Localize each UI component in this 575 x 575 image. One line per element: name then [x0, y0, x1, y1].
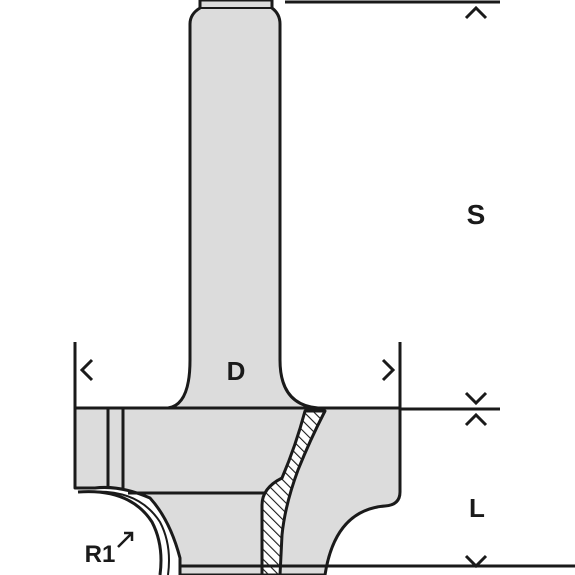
radius-profile-arc: [87, 490, 170, 575]
s-dimension-top-arrow: [464, 5, 488, 20]
d-dimension-left-arrow: [79, 358, 94, 382]
hatched-cutting-tip: [260, 409, 327, 575]
label-radius-r1: R1: [85, 541, 116, 568]
label-cutting-length-l: L: [469, 493, 485, 523]
shank: [166, 0, 320, 410]
d-dimension-right-arrow: [381, 358, 396, 382]
r1-leader-arrow: [117, 531, 134, 548]
l-dimension-top-arrow: [464, 412, 488, 427]
l-dimension-bottom-arrow: [464, 554, 488, 569]
label-diameter-d: D: [227, 356, 246, 386]
label-shank-length-s: S: [467, 199, 486, 230]
s-dimension-bottom-arrow: [464, 391, 488, 406]
